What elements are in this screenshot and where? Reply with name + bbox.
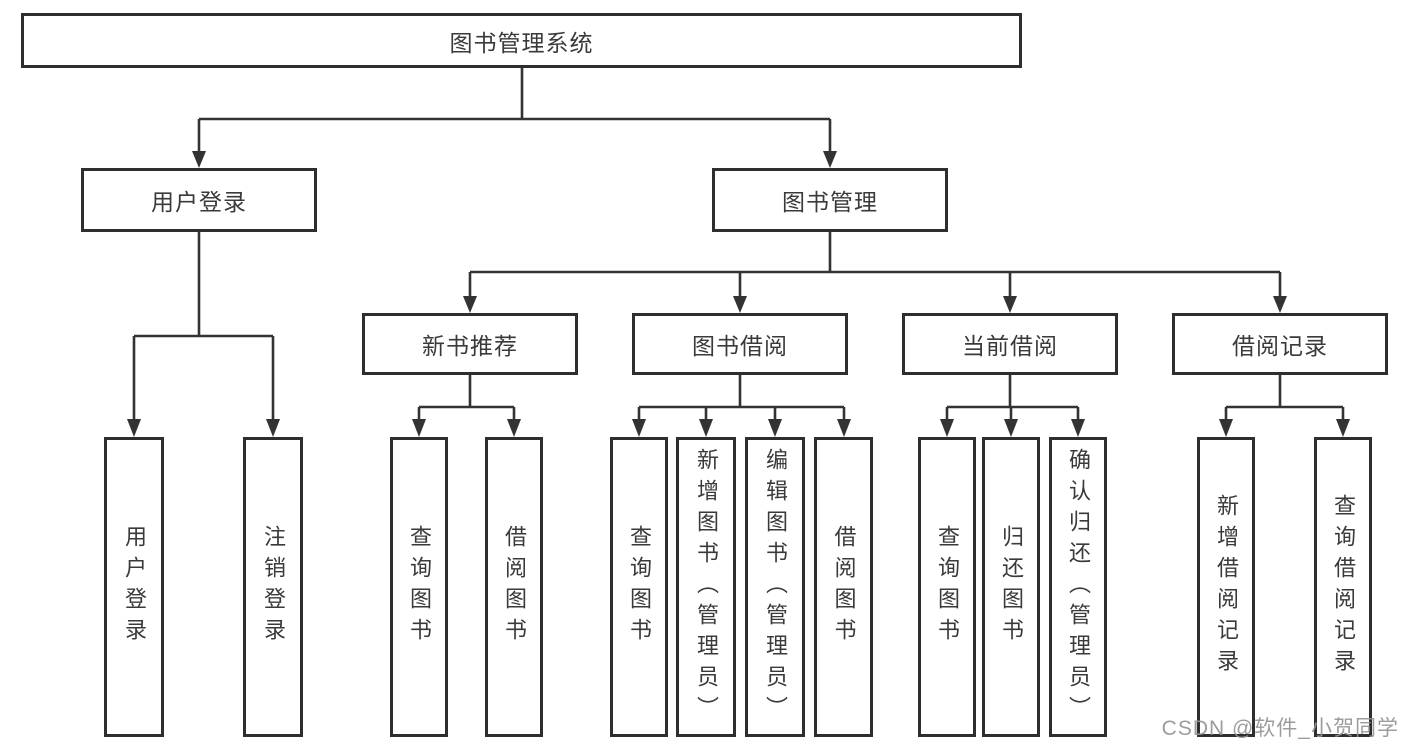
leaf-logout: 注销登录 <box>243 437 303 737</box>
leaf-label: 查询图书 <box>627 525 652 649</box>
csdn-watermark: CSDN @软件_小贺同学 <box>1161 717 1399 740</box>
leaf-query-borrow-record: 查询借阅记录 <box>1314 437 1372 737</box>
leaf-query-books-current: 查询图书 <box>918 437 976 737</box>
leaf-label: 用户登录 <box>122 525 147 649</box>
node-library-system: 图书管理系统 <box>21 13 1022 68</box>
leaf-label: 编辑图书（管理员） <box>763 447 788 727</box>
leaf-label: 借阅图书 <box>831 525 857 649</box>
leaf-edit-books-admin: 编辑图书（管理员） <box>745 437 805 737</box>
leaf-query-books-borrow: 查询图书 <box>610 437 668 737</box>
node-borrow-records: 借阅记录 <box>1172 313 1388 375</box>
leaf-label: 查询图书 <box>935 525 960 649</box>
leaf-label: 新增图书（管理员） <box>694 447 719 727</box>
leaf-label: 新增借阅记录 <box>1214 494 1239 680</box>
leaf-label: 注销登录 <box>261 525 286 649</box>
leaf-user-login: 用户登录 <box>104 437 164 737</box>
leaf-borrow-books-recommend: 借阅图书 <box>485 437 543 737</box>
leaf-label: 确认归还（管理员） <box>1066 447 1091 727</box>
leaf-borrow-books: 借阅图书 <box>814 437 873 737</box>
leaf-add-borrow-record: 新增借阅记录 <box>1197 437 1255 737</box>
leaf-confirm-return-admin: 确认归还（管理员） <box>1049 437 1107 737</box>
node-book-management: 图书管理 <box>712 168 948 232</box>
leaf-return-books: 归还图书 <box>982 437 1040 737</box>
leaf-label: 查询图书 <box>407 525 432 649</box>
node-book-borrow: 图书借阅 <box>632 313 848 375</box>
leaf-query-books-recommend: 查询图书 <box>390 437 448 737</box>
leaf-label: 查询借阅记录 <box>1331 494 1356 680</box>
node-user-login: 用户登录 <box>81 168 317 232</box>
leaf-label: 归还图书 <box>999 525 1024 649</box>
leaf-add-books-admin: 新增图书（管理员） <box>676 437 736 737</box>
node-current-borrow: 当前借阅 <box>902 313 1118 375</box>
node-new-book-recommend: 新书推荐 <box>362 313 578 375</box>
leaf-label: 借阅图书 <box>502 525 527 649</box>
